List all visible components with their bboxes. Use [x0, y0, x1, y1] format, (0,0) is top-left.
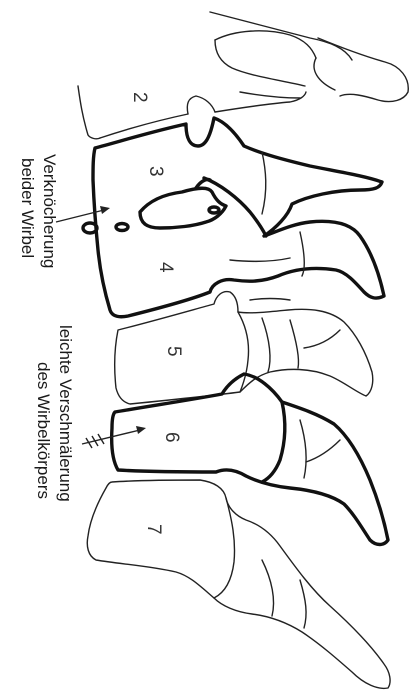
vertebra-label-c7: 7: [143, 524, 164, 535]
annotation-fusion-line1: Verknöcherung: [40, 154, 59, 268]
annotation-narrowing: leichte Verschmälerung des Wirbelkörpers: [34, 325, 146, 502]
annotation-narrowing-line1: leichte Verschmälerung: [56, 325, 75, 502]
vertebra-label-c5: 5: [163, 346, 184, 357]
annotation-narrowing-line2: des Wirbelkörpers: [34, 362, 53, 499]
vertebra-c7: [87, 480, 390, 688]
annotation-fusion-arrowhead: [100, 206, 110, 214]
vertebra-label-c3: 3: [145, 166, 166, 177]
vertebra-c2: [78, 12, 408, 139]
vertebra-label-c6: 6: [161, 432, 182, 443]
vertebra-label-c2: 2: [129, 92, 150, 103]
annotation-fusion-line2: beider Wirbel: [18, 158, 37, 258]
vertebra-c6: [112, 374, 388, 545]
annotation-narrowing-arrowhead: [136, 426, 146, 434]
vertebra-label-c4: 4: [155, 262, 176, 273]
vertebra-c3-c4-fused: [83, 118, 384, 317]
annotation-narrowing-arrow-fletching: [86, 434, 104, 448]
